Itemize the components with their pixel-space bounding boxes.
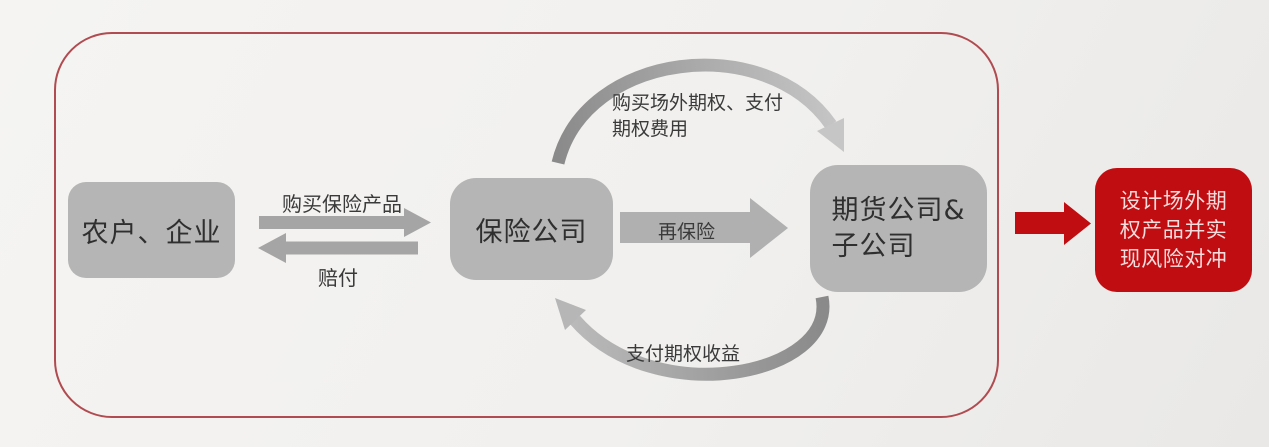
node-result-label: 设计场外期 权产品并实 现风险对冲 [1119,188,1228,271]
node-farmers-enterprises: 农户、企业 [68,182,235,278]
reinsurance-label: 再保险 [657,221,715,243]
buy-otc-options-label: 购买场外期权、支付 期权费用 [612,92,784,140]
buy-insurance-label: 购买保险产品 [282,192,402,216]
node-farmers-label: 农户、企业 [81,217,222,249]
to-result-arrow-icon [1015,202,1091,245]
node-futures-company: 期货公司& 子公司 [810,165,987,292]
process-frame-border [54,32,999,418]
node-design-otc-result: 设计场外期 权产品并实 现风险对冲 [1095,168,1252,292]
node-insurance-label: 保险公司 [475,216,588,248]
node-futures-label: 期货公司& 子公司 [831,194,966,262]
pay-option-income-label: 支付期权收益 [626,343,741,365]
claims-label: 赔付 [318,266,358,290]
node-insurance-company: 保险公司 [450,178,613,280]
